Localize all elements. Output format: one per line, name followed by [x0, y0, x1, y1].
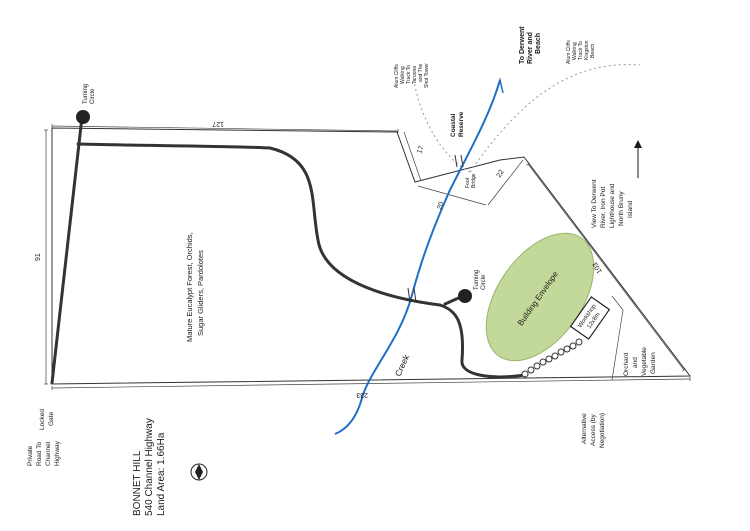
label-footbridge: Foot Bridge: [465, 173, 477, 188]
svg-text:Alum Cliffs: Alum Cliffs: [566, 40, 572, 64]
orchard-boundary: [611, 295, 624, 381]
dim-17-label: 17: [416, 145, 425, 155]
svg-text:Foot: Foot: [465, 177, 471, 188]
svg-text:Reserve: Reserve: [458, 111, 465, 137]
label-to-derwent: To Derwent River and Beach: [519, 26, 542, 64]
property-boundary: [51, 127, 691, 385]
compass-north-label: N: [197, 470, 203, 474]
label-coastal-reserve: Coastal Reserve: [450, 111, 465, 137]
workshop: Workshop 12x8m: [569, 296, 611, 340]
walking-track-kingston: [469, 64, 641, 173]
dim-20-label: 20: [436, 201, 445, 211]
svg-text:Beach: Beach: [590, 44, 596, 58]
compass-icon: N: [190, 463, 208, 481]
svg-text:Walking: Walking: [400, 66, 406, 84]
svg-text:and The: and The: [418, 64, 424, 82]
dim-diag-label: 103: [592, 261, 604, 275]
svg-text:Walking: Walking: [572, 42, 578, 60]
svg-text:Shot Tower: Shot Tower: [424, 63, 430, 88]
svg-text:Alum Cliffs: Alum Cliffs: [394, 64, 400, 88]
svg-text:Gate: Gate: [48, 412, 55, 426]
svg-text:Alternative: Alternative: [581, 413, 588, 444]
walking-track-taroona: [413, 79, 471, 173]
dim-top-label: 127: [212, 120, 224, 127]
svg-text:Road To: Road To: [36, 442, 43, 466]
svg-text:Bridge: Bridge: [471, 173, 477, 188]
dim-line-bottom: [51, 376, 691, 391]
svg-text:Land Area: 1.66Ha: Land Area: 1.66Ha: [156, 432, 167, 516]
svg-text:Mature Eucalypt Forest, Orchid: Mature Eucalypt Forest, Orchids,: [185, 232, 194, 342]
label-alum-cliffs-left: Alum Cliffs Walking Track To Taroona and…: [394, 63, 430, 88]
dim-left-label: 91: [35, 253, 42, 261]
svg-text:and: and: [632, 357, 639, 368]
svg-text:Taroona: Taroona: [412, 66, 418, 84]
svg-text:Private: Private: [27, 445, 34, 466]
svg-text:View To Derwent: View To Derwent: [591, 179, 598, 228]
svg-text:Beach: Beach: [535, 33, 542, 54]
svg-text:Negotiation): Negotiation): [599, 413, 606, 448]
label-creek: Creek: [393, 352, 412, 377]
label-view: View To Derwent River, Iron Pot Lighthou…: [591, 179, 634, 228]
label-forest: Mature Eucalypt Forest, Orchids, Sugar G…: [185, 232, 205, 342]
svg-text:Orchard: Orchard: [623, 352, 630, 376]
svg-text:Locked: Locked: [39, 409, 46, 430]
turning-circle-mid: [458, 289, 472, 303]
dim-line-diag: [526, 162, 686, 372]
label-orchard: Orchard and Vegetable Garden: [623, 347, 657, 376]
svg-text:Vegetable: Vegetable: [641, 347, 648, 376]
svg-text:Access (by: Access (by: [590, 413, 597, 446]
svg-text:Highway: Highway: [54, 440, 61, 466]
bridge-mark-creek: [407, 287, 417, 303]
svg-text:Channel: Channel: [45, 441, 52, 466]
svg-text:Garden: Garden: [650, 352, 657, 374]
dim-22-label: 22: [496, 169, 506, 179]
title-block: BONNET HILL 540 Channel Highway Land Are…: [132, 418, 167, 516]
svg-text:Island: Island: [627, 200, 634, 218]
label-private-road: Private Road To Channel Highway: [27, 440, 61, 466]
label-alum-cliffs-right: Alum Cliffs Walking Track To Kingston Be…: [566, 40, 596, 64]
svg-text:Track To: Track To: [578, 41, 584, 60]
svg-text:Circle: Circle: [90, 88, 96, 104]
svg-text:540 Channel Highway: 540 Channel Highway: [144, 418, 155, 516]
svg-text:Turning: Turning: [474, 270, 480, 290]
svg-text:Coastal: Coastal: [450, 113, 457, 137]
shrub-line: [521, 338, 583, 378]
svg-text:To Derwent: To Derwent: [519, 26, 526, 64]
dim-bottom-label: 233: [356, 391, 368, 398]
label-turning-circle-mid: Turning Circle: [474, 270, 487, 290]
svg-text:Kingston: Kingston: [584, 40, 590, 60]
svg-text:Sugar Gliders, Pardolotes: Sugar Gliders, Pardolotes: [196, 250, 205, 336]
label-alternative-access: Alternative Access (by Negotiation): [581, 413, 606, 448]
dim-line-22: [487, 159, 524, 206]
creek-line: [334, 79, 501, 435]
turning-circle-top: [76, 110, 90, 124]
private-road: [50, 115, 84, 385]
svg-text:Track To: Track To: [406, 65, 412, 84]
label-locked-gate: Locked Gate: [39, 409, 55, 430]
bridge-mark-footbridge: [454, 154, 464, 168]
dim-line-top: [51, 123, 399, 134]
svg-text:Circle: Circle: [481, 274, 487, 290]
svg-text:Turning: Turning: [83, 84, 89, 104]
svg-text:River and: River and: [527, 32, 534, 64]
dim-line-17: [403, 131, 422, 182]
creek-arrow: [495, 77, 504, 94]
label-turning-circle-top: Turning Circle: [83, 84, 96, 104]
dim-line-20: [417, 185, 487, 206]
svg-text:North Bruny: North Bruny: [618, 191, 625, 226]
svg-text:BONNET HILL: BONNET HILL: [132, 450, 143, 516]
svg-text:River, Iron Pot: River, Iron Pot: [600, 187, 607, 228]
svg-text:Lighthouse and: Lighthouse and: [609, 183, 616, 228]
main-driveway: [76, 142, 527, 379]
